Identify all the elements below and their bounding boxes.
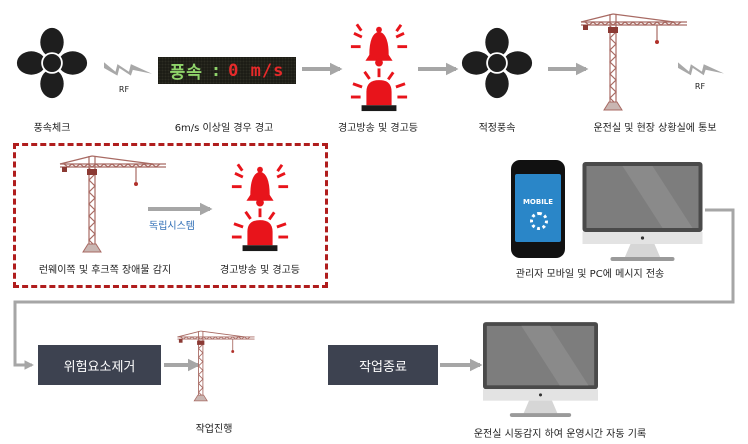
gear-icon: [530, 212, 548, 230]
tower-crane-icon: [578, 12, 690, 112]
rf-label: RF: [118, 85, 130, 94]
rf-label: RF: [694, 82, 706, 91]
led-label: 풍속: [169, 63, 203, 83]
obstacle-detection-label: 런웨이쪽 및 후크쪽 장애물 감지: [38, 265, 172, 276]
work-progress-label: 작업진행: [195, 424, 233, 435]
proper-wind-label: 적정풍속: [478, 123, 516, 134]
auto-record-label: 운전실 시동감지 하여 운영시간 자동 기록: [473, 429, 647, 440]
desktop-monitor-icon: [483, 322, 598, 418]
alarm-label: 경고방송 및 경고등: [220, 265, 300, 276]
remove-hazard-button[interactable]: 위험요소제거: [38, 345, 161, 385]
notify-control-room-label: 운전실 및 현장 상황실에 통보: [593, 123, 717, 134]
wind-speed-led-display: 풍속 : 0 m/s: [158, 57, 296, 84]
rf-signal-icon: [678, 58, 724, 76]
tower-crane-icon: [176, 318, 256, 414]
alarm-label: 경고방송 및 경고등: [338, 123, 418, 134]
led-separator: :: [210, 60, 223, 81]
independent-system-frame: [13, 143, 328, 288]
alarm-bell-beacon-icon: [229, 160, 291, 253]
fan-icon: [460, 27, 534, 99]
alarm-bell-beacon-icon: [348, 20, 410, 113]
message-send-label: 관리자 모바일 및 PC에 메시지 전송: [515, 269, 665, 280]
tower-crane-icon: [56, 154, 170, 254]
connector-monitor-to-remove: [13, 208, 735, 370]
led-value: 0 m/s: [228, 60, 285, 81]
fan-icon: [16, 27, 88, 99]
independent-system-label: 독립시스템: [149, 221, 195, 232]
desktop-monitor-icon: [580, 162, 705, 262]
led-caption: 6m/s 이상일 경우 경고: [174, 123, 274, 134]
rf-signal-icon: [104, 58, 152, 76]
work-end-button[interactable]: 작업종료: [328, 345, 438, 385]
mobile-screen-text: MOBILE: [522, 198, 554, 206]
mobile-phone-icon: MOBILE: [511, 160, 565, 258]
wind-check-label: 풍속체크: [33, 123, 71, 134]
